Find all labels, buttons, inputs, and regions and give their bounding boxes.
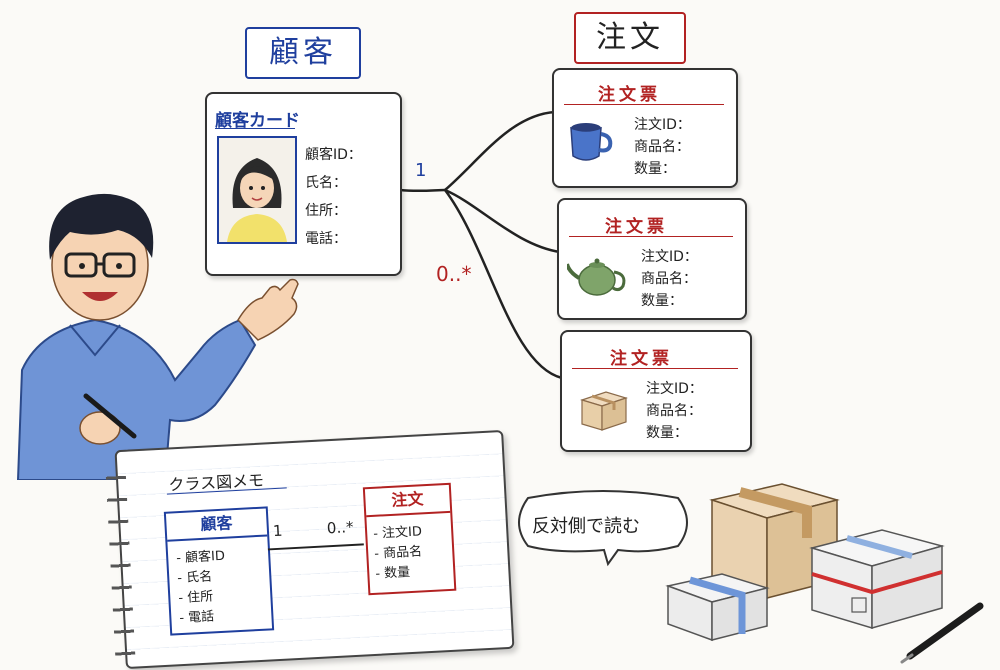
customer-field-id: 顧客ID： xyxy=(305,147,362,163)
order-field-id: 注文ID： xyxy=(646,381,703,397)
memo-attr: - 商品名 xyxy=(373,544,423,562)
memo-association-line xyxy=(267,543,364,551)
memo-customer-class-name: 顧客 xyxy=(165,508,268,542)
memo-order-class-name: 注文 xyxy=(364,484,451,518)
customer-photo xyxy=(217,136,297,244)
speech-bubble-shape xyxy=(518,490,688,567)
memo-attr: - 数量 xyxy=(374,565,411,582)
order-card-1: 注文票 注文ID： 商品名： 数量： xyxy=(552,68,738,188)
order-field-qty: 数量： xyxy=(641,293,683,309)
customer-field-address: 住所： xyxy=(305,203,347,219)
customer-header: 顧客 xyxy=(245,27,361,79)
pen-icon xyxy=(906,602,984,660)
class-diagram-memo: クラス図メモ 顧客 - 顧客ID - 氏名 - 住所 - 電話 1 0..* 注… xyxy=(105,429,515,670)
order-field-product: 商品名： xyxy=(641,271,697,287)
woman-portrait-icon xyxy=(227,158,287,242)
memo-attr: - 電話 xyxy=(179,609,215,627)
customer-card-title: 顧客カード xyxy=(215,111,300,131)
order-card-3: 注文票 注文ID： 商品名： 数量： xyxy=(560,330,752,452)
order-field-product: 商品名： xyxy=(634,139,690,155)
order-field-id: 注文ID： xyxy=(641,249,698,265)
memo-attr: - 氏名 xyxy=(176,569,213,587)
white-box-red-stripe xyxy=(809,529,945,630)
order-field-qty: 数量： xyxy=(634,161,676,177)
this-side-up-icon xyxy=(851,597,867,613)
box-icon xyxy=(580,391,628,431)
association-line-order-2 xyxy=(444,188,561,254)
memo-attr: - 住所 xyxy=(177,589,214,607)
memo-customer-class: 顧客 - 顧客ID - 氏名 - 住所 - 電話 xyxy=(163,506,275,636)
order-field-id: 注文ID： xyxy=(634,117,691,133)
order-card-2: 注文票 注文ID： 商品名： 数量： xyxy=(557,198,747,320)
association-line-order-3 xyxy=(443,189,563,380)
order-header: 注文 xyxy=(574,12,686,64)
speech-bubble-text: 反対側で読む xyxy=(532,516,640,537)
white-box-small xyxy=(665,573,770,642)
memo-mult-one: 1 xyxy=(272,521,283,541)
multiplicity-one: 1 xyxy=(415,160,427,181)
boxes-illustration xyxy=(665,483,984,664)
customer-field-name: 氏名： xyxy=(305,175,347,191)
order-card-title: 注文票 xyxy=(610,349,673,369)
memo-attr: - 顧客ID xyxy=(175,548,226,567)
presenter-person-illustration xyxy=(16,193,299,480)
multiplicity-many: 0..* xyxy=(436,262,472,286)
teapot-icon xyxy=(567,258,626,296)
association-line-trunk xyxy=(399,188,446,193)
order-field-product: 商品名： xyxy=(646,403,702,419)
order-card-title: 注文票 xyxy=(605,217,668,237)
order-card-title: 注文票 xyxy=(598,85,661,105)
customer-card: 顧客カード 顧客ID： 氏名： 住所： 電話： xyxy=(205,92,402,276)
memo-attr: - 注文ID xyxy=(372,524,423,542)
mug-icon xyxy=(570,123,613,161)
order-field-qty: 数量： xyxy=(646,425,688,441)
memo-order-class: 注文 - 注文ID - 商品名 - 数量 xyxy=(362,482,457,596)
customer-field-phone: 電話： xyxy=(305,231,347,247)
memo-mult-many: 0..* xyxy=(326,517,354,538)
association-line-order-1 xyxy=(444,110,556,191)
